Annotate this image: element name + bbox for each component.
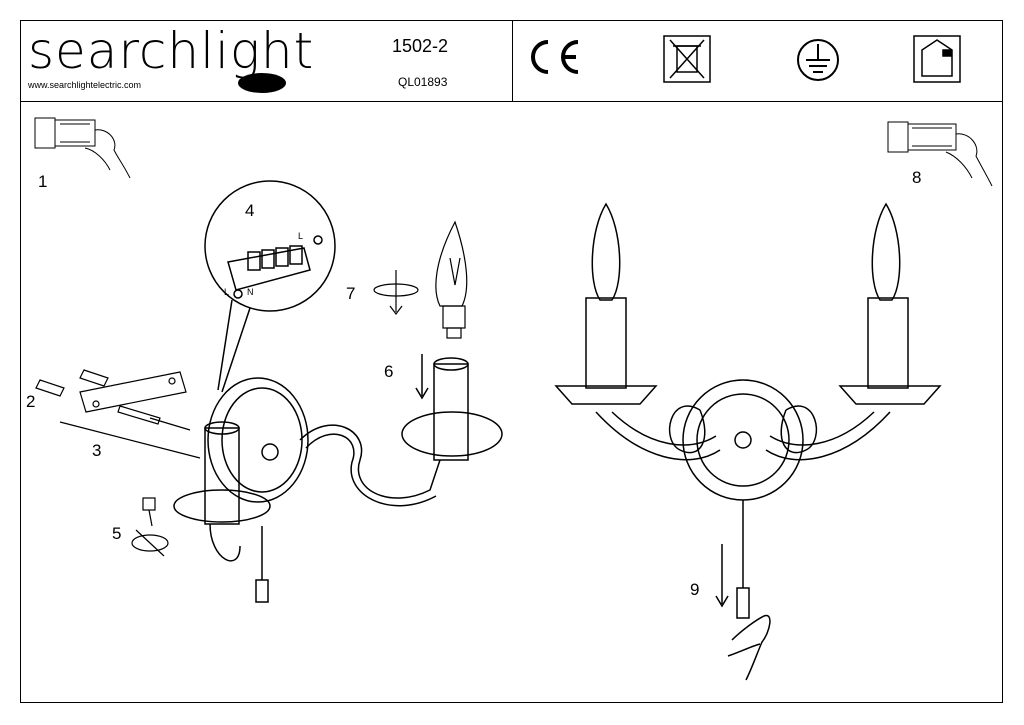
- step-number-1: 1: [38, 172, 48, 191]
- reference-code: QL01893: [398, 75, 448, 89]
- header-divider: [20, 101, 1003, 102]
- terminal-block-hand-icon: [34, 117, 131, 179]
- pull-cord-hand-icon: [715, 544, 771, 681]
- brand-logo: searchlight: [28, 22, 315, 80]
- step-number-7: 7: [346, 284, 356, 303]
- wall-light-front-view: [554, 202, 942, 619]
- wall-light-side-view: [173, 357, 503, 603]
- wiring-callout: [204, 180, 336, 393]
- step-number-9: 9: [690, 580, 700, 599]
- down-arrow-icon: [415, 354, 429, 400]
- rotate-arrow-icon: [373, 270, 419, 315]
- step-number-4: 4: [245, 201, 255, 220]
- screw-rotate-icon: [131, 497, 169, 557]
- terminal-label-live-top: L: [298, 231, 304, 241]
- logo-spotlight-icon: [238, 73, 286, 93]
- terminal-label-live-bottom: L: [224, 287, 230, 297]
- mounting-bracket: [35, 369, 201, 459]
- candle-bulb-icon: [435, 220, 468, 339]
- indoor-use-icon: [913, 35, 961, 83]
- step-number-2: 2: [26, 392, 36, 411]
- step-number-6: 6: [384, 362, 394, 381]
- step-number-3: 3: [92, 441, 102, 460]
- earth-ground-icon: [797, 39, 839, 81]
- weee-bin-icon: [663, 35, 711, 83]
- ce-mark-icon: [531, 40, 579, 74]
- step-number-5: 5: [112, 524, 122, 543]
- step-number-8: 8: [912, 168, 922, 187]
- page-border: [20, 20, 1003, 703]
- website-url: www.searchlightelectric.com: [28, 80, 142, 90]
- terminal-block-hand-icon-2: [887, 121, 993, 187]
- terminal-label-neutral: N: [247, 287, 254, 297]
- model-number: 1502-2: [392, 36, 449, 56]
- header-vertical-divider: [512, 20, 513, 102]
